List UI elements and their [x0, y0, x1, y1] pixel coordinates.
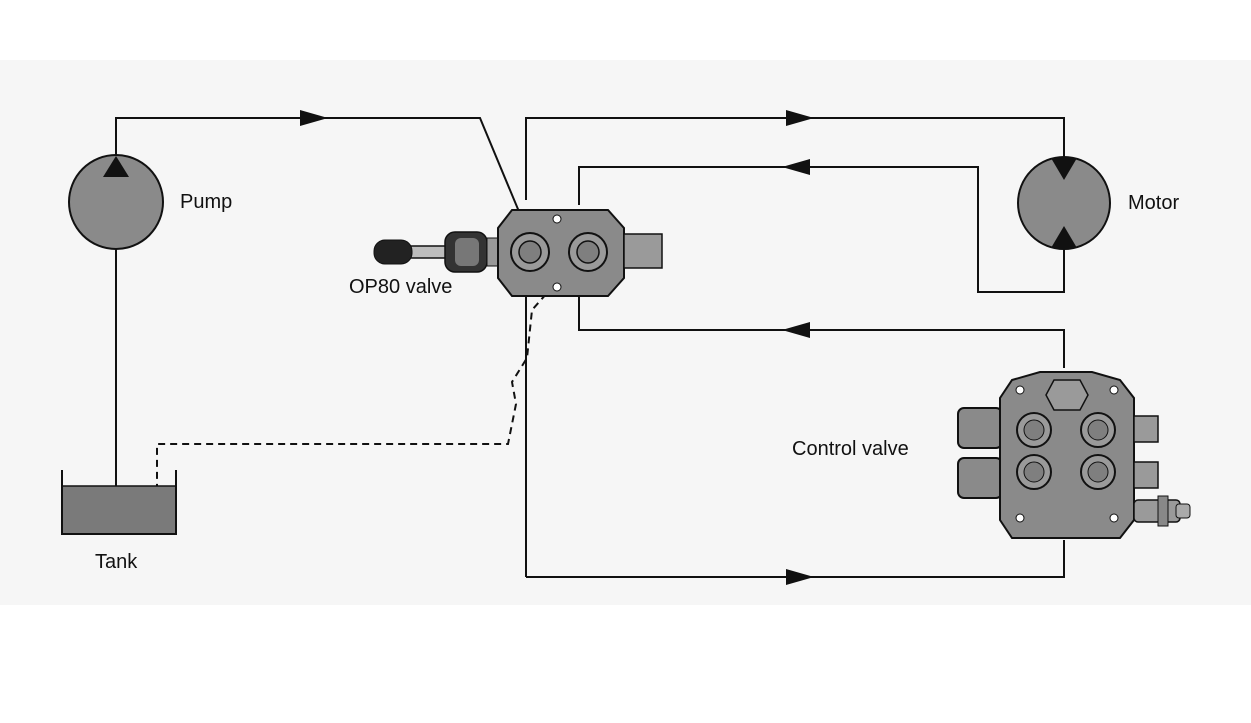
motor-top-arrow	[1051, 158, 1077, 180]
op80-valve-body	[373, 209, 663, 297]
control-valve-spool-upper	[957, 407, 1003, 449]
tank-outline	[61, 470, 177, 535]
tank-label: Tank	[95, 551, 138, 573]
control-valve-fitting	[1133, 499, 1181, 523]
flow-arrows	[300, 110, 814, 585]
arrow-left-motor-return	[782, 159, 810, 175]
arrow-left-control-return	[782, 322, 810, 338]
tank-symbol	[61, 470, 177, 535]
motor-to-op80-return-line	[578, 166, 1065, 293]
op80-handle-grip	[373, 239, 413, 265]
tank-fluid	[62, 486, 176, 534]
pump-label: Pump	[180, 191, 233, 213]
drain-dashed-line	[156, 257, 579, 518]
arrow-right-top-right	[786, 110, 814, 126]
pump-to-op80-line	[115, 117, 531, 239]
control-valve-to-op80-line	[578, 296, 1065, 368]
control-valve-hex-plug	[1045, 379, 1089, 411]
control-valve-return-bottom	[526, 540, 1065, 578]
control-valve-body	[957, 371, 1191, 539]
pump-direction-arrow	[103, 156, 129, 177]
arrow-right-top-left	[300, 110, 328, 126]
arrow-right-bottom	[786, 569, 814, 585]
motor-symbol	[1017, 156, 1111, 250]
motor-label: Motor	[1128, 192, 1180, 214]
control-valve-label: Control valve	[792, 438, 909, 460]
motor-bottom-arrow	[1051, 226, 1077, 248]
control-valve-spool-lower	[957, 457, 1003, 499]
pump-symbol	[68, 154, 164, 250]
op80-valve-label: OP80 valve	[349, 276, 453, 298]
